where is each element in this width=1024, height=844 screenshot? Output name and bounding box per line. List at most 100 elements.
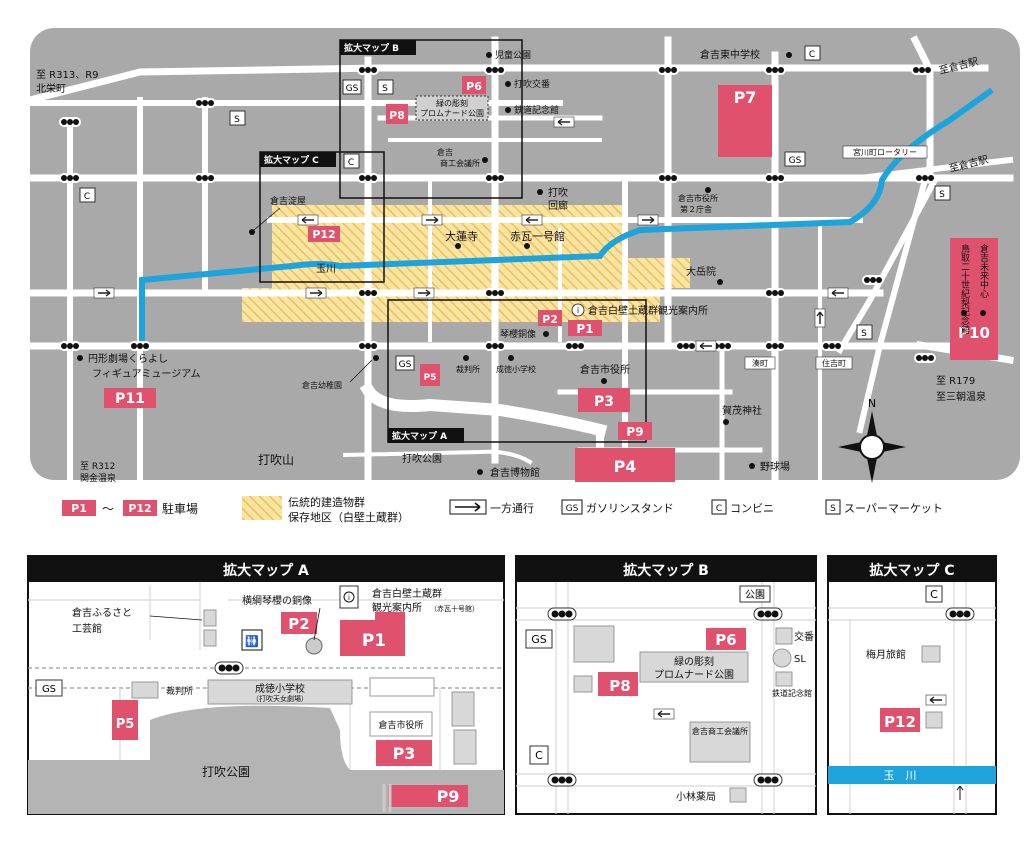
supermarket-icon: S <box>382 84 388 94</box>
label-utsubuki-kairou-2: 回廊 <box>548 199 568 212</box>
label-nw-1: 至 R313、R9 <box>36 69 99 81</box>
statue-icon <box>305 637 323 655</box>
inset-a-p5: P5 <box>116 717 135 732</box>
nijusseiki-line2: 鳥取二十世紀梨記念館 <box>959 243 970 335</box>
inset-b-traffic-lights <box>547 607 783 787</box>
label-midori-2: プロムナード公園 <box>420 109 484 118</box>
inset-b-p8: P8 <box>609 677 630 695</box>
label-kamo: 賀茂神社 <box>722 404 762 417</box>
inset-b-c: C <box>535 749 543 762</box>
inset-a-p3: P3 <box>393 744 416 763</box>
label-jidou-kouen: 児童公園 <box>495 49 531 61</box>
parking-p9: P9 <box>626 425 643 439</box>
convenience-store-icon: C <box>348 158 354 168</box>
inset-b-sl: SL <box>794 654 806 665</box>
legend-parking: 駐車場 <box>162 501 198 516</box>
parking-areas <box>104 76 998 482</box>
label-seitoku: 成徳小学校 <box>496 364 536 374</box>
label-cityhall: 倉吉市役所 <box>580 363 630 376</box>
zoom-label-c: 拡大マップ C <box>264 154 319 166</box>
parking-p1: P1 <box>576 322 593 336</box>
nijusseiki-line1: 倉吉未来中心 <box>978 243 989 298</box>
zoom-label-b: 拡大マップ B <box>344 42 399 54</box>
gs-icon: GS <box>789 156 802 166</box>
inset-a-title: 拡大マップ A <box>223 562 309 579</box>
inset-a-tourist-1: 倉吉白壁土蔵群 <box>372 587 442 600</box>
label-se-2: 至三朝温泉 <box>936 390 986 403</box>
label-tetsudou: 鉄道記念館 <box>514 104 559 116</box>
inset-b-park: 公園 <box>745 589 765 601</box>
label-sw-1: 至 R312 <box>80 461 115 472</box>
inset-c-c: C <box>930 588 938 601</box>
label-nw-2: 北栄町 <box>36 83 66 95</box>
inset-b-midori-2: プロムナード公園 <box>654 669 734 681</box>
label-court: 裁判所 <box>456 364 480 374</box>
parking-p11: P11 <box>115 391 145 407</box>
inset-b-koban: 交番 <box>794 630 814 643</box>
inset-c-traffic-light <box>945 607 975 621</box>
parking-p5: P5 <box>424 373 437 383</box>
label-shiyakusho2-1: 倉吉市役所 <box>678 193 718 203</box>
legend-s-icon: S <box>830 504 836 514</box>
inset-a-p1: P1 <box>362 631 386 651</box>
inset-a-traffic-light-icon <box>214 661 244 675</box>
inset-b-shoukou: 倉吉商工会議所 <box>692 726 748 736</box>
label-sumiyoshi: 住吉町 <box>822 358 846 368</box>
traffic-lights <box>59 65 936 363</box>
label-shiyakusho2-2: 第２庁舎 <box>680 204 712 214</box>
parking-labels: P1 P2 P3 P4 P5 P6 P7 P8 P9 P10 P11 P12 <box>115 80 990 476</box>
parking-p10: P10 <box>958 324 990 342</box>
inset-b-midori-1: 緑の彫刻 <box>674 655 714 668</box>
legend-oneway: 一方通行 <box>490 501 534 515</box>
inset-a-furusato-1: 倉吉ふるさと <box>72 606 132 619</box>
legend-p1: P1 <box>71 502 87 515</box>
legend-s: スーパーマーケット <box>844 502 943 515</box>
inset-b-gs: GS <box>531 633 547 646</box>
label-kinkyou: 琴櫻銅像 <box>500 328 536 340</box>
compass-icon: N <box>838 397 906 483</box>
inset-a-tourist-2: 観光案内所 <box>372 601 422 614</box>
inset-a-school-sub: （打吹天女劇場） <box>252 694 308 703</box>
inset-c-oneway <box>925 694 947 706</box>
label-shoukou-1: 倉吉 <box>437 147 453 157</box>
supermarket-icon: S <box>939 190 945 200</box>
label-utsubuki-park: 打吹公園 <box>402 452 442 465</box>
label-koban: 打吹交番 <box>514 78 550 90</box>
nijusseiki-label: 倉吉未来中心 鳥取二十世紀梨記念館 <box>959 243 989 335</box>
label-se-1: 至 R179 <box>936 375 975 387</box>
label-baseball: 野球場 <box>760 460 790 473</box>
label-dairenji: 大蓮寺 <box>445 229 478 243</box>
inset-map-c: 拡大マップ C C P12 玉 川 梅月旅館 <box>827 555 997 815</box>
legend-c: コンビニ <box>730 502 774 515</box>
label-museum: 倉吉博物館 <box>490 466 540 479</box>
parking-p7: P7 <box>734 88 757 107</box>
parking-p4: P4 <box>614 457 637 476</box>
inset-c-tamagawa: 玉 川 <box>884 769 917 782</box>
inset-b-p6: P6 <box>715 631 736 649</box>
inset-a-tourist-sub: （赤瓦十号館） <box>430 604 479 613</box>
parking-p2: P2 <box>542 313 558 326</box>
label-higashi-jhs: 倉吉東中学校 <box>700 48 760 61</box>
inset-a-info-icon: i <box>348 594 350 602</box>
gs-icon: GS <box>346 84 359 94</box>
inset-a-school: 成徳小学校 <box>255 682 305 695</box>
parking-p8: P8 <box>389 109 405 122</box>
label-daigakuin: 大岳院 <box>686 265 716 278</box>
inset-b-kobayashi: 小林薬局 <box>676 790 716 803</box>
gs-icon: GS <box>399 360 412 370</box>
inset-c-title: 拡大マップ C <box>869 562 954 579</box>
info-icon: i <box>577 306 579 315</box>
zoom-label-a: 拡大マップ A <box>392 430 447 442</box>
inset-a-statue: 横綱琴櫻の銅像 <box>242 594 312 607</box>
supermarket-icon: S <box>234 115 240 125</box>
legend-tilde: 〜 <box>102 502 114 516</box>
inset-map-b: 拡大マップ B 公園 GS C P6 P8 交 <box>515 555 817 815</box>
toilet-icon: 🚻 <box>245 635 259 648</box>
inset-a-cityhall: 倉吉市役所 <box>378 719 423 731</box>
inset-a-park: 打吹公園 <box>202 765 250 779</box>
convenience-store-icon: C <box>84 192 90 202</box>
label-theater-1: 円形劇場くらよし <box>88 352 168 365</box>
inset-a-p2: P2 <box>288 615 309 633</box>
parking-p3: P3 <box>594 394 614 410</box>
